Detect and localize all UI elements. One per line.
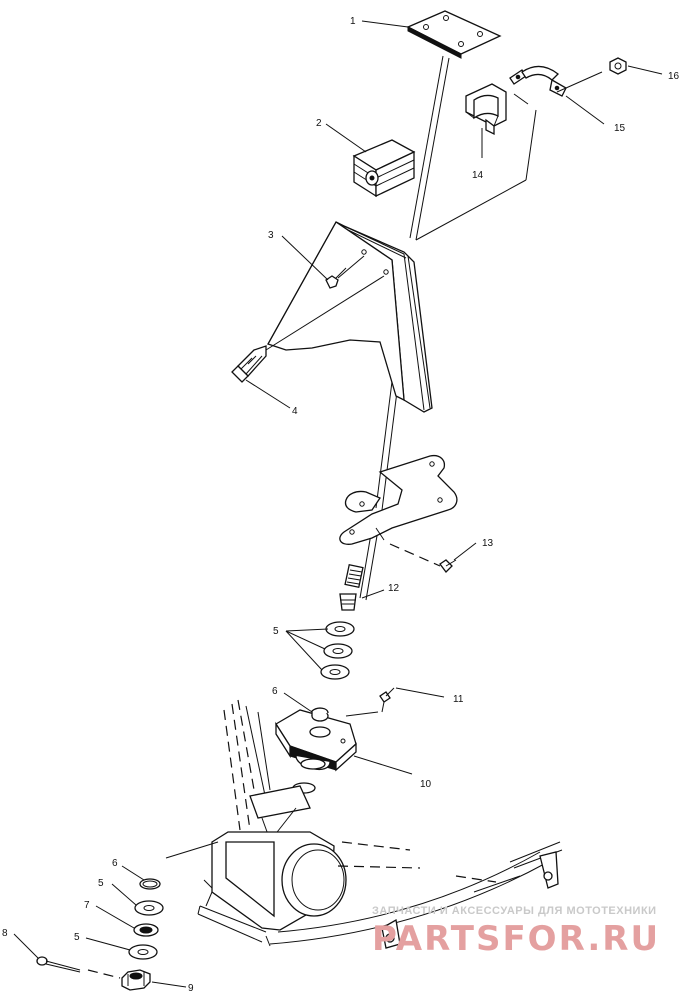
callout-9: 9: [188, 983, 194, 994]
steering-arm: [275, 707, 357, 772]
clamp-half: [465, 83, 507, 136]
callout-1: 1: [350, 16, 356, 27]
callout-3: 3: [268, 230, 274, 241]
callout-13: 13: [482, 538, 494, 549]
callout-6-upper: 6: [272, 686, 278, 697]
callout-8: 8: [2, 928, 8, 939]
callout-5-lower-a: 5: [98, 878, 104, 889]
watermark: ЗАПЧАСТИ И АКСЕССУАРЫ ДЛЯ МОТОТЕХНИКИ PA…: [372, 905, 660, 959]
callout-14: 14: [472, 170, 484, 181]
callout-16: 16: [668, 71, 680, 82]
steering-shaft: [359, 55, 450, 601]
lower-fastener-stack: [121, 878, 164, 991]
callout-2: 2: [316, 118, 322, 129]
callout-4: 4: [292, 406, 298, 417]
clamp-strap: [509, 65, 567, 97]
cotter-pin: [379, 687, 395, 713]
callout-labels: 1 2 3 4 5 6 10 11 12 13 14 15 16 6 5 7 8…: [2, 16, 680, 994]
cotter-pin-lower: [36, 956, 81, 973]
bushing-block: [352, 139, 416, 198]
mounting-plate: [406, 10, 502, 59]
callout-6-lower: 6: [112, 858, 118, 869]
long-bolt: [231, 345, 267, 383]
callout-7: 7: [84, 900, 90, 911]
callout-5-lower-b: 5: [74, 932, 80, 943]
screw: [439, 559, 457, 573]
callout-11: 11: [453, 694, 464, 705]
hex-nut-top: [609, 57, 627, 75]
leader-lines: [13, 20, 663, 988]
washer-stack-upper: [320, 621, 355, 680]
callout-12: 12: [388, 583, 400, 594]
callout-15: 15: [614, 123, 626, 134]
shaft-spline-end: [339, 563, 364, 611]
frame-chassis: [197, 699, 563, 949]
small-bolt: [325, 267, 347, 289]
mid-bracket: [339, 454, 458, 545]
callout-10: 10: [420, 779, 432, 790]
steering-support-bracket: [267, 221, 433, 413]
callout-5-upper: 5: [273, 626, 279, 637]
watermark-brand: PARTSFOR.RU: [372, 919, 660, 959]
watermark-tagline: ЗАПЧАСТИ И АКСЕССУАРЫ ДЛЯ МОТОТЕХНИКИ: [372, 905, 657, 917]
